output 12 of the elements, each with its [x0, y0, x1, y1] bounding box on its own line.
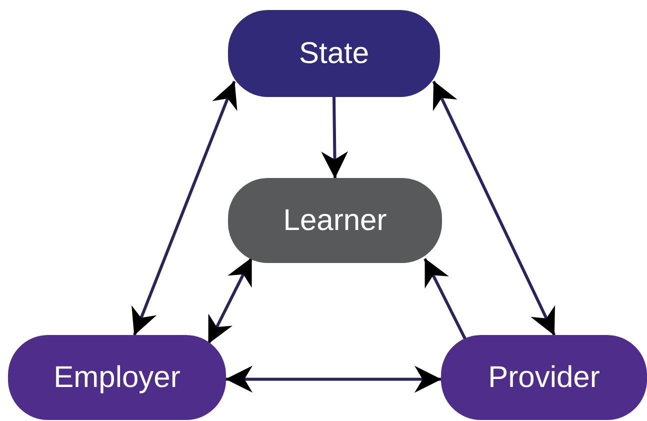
node-label: Learner — [283, 206, 387, 236]
arrow — [226, 366, 442, 393]
arrow — [424, 258, 468, 341]
node-label: Provider — [488, 362, 600, 392]
node-label: State — [298, 38, 370, 68]
rounded-box — [441, 335, 647, 420]
arrow — [207, 257, 253, 344]
arrow — [432, 80, 556, 336]
node-label: Employer — [54, 362, 180, 392]
arrow — [321, 96, 348, 178]
arrow — [132, 80, 238, 336]
rounded-box — [228, 10, 440, 97]
